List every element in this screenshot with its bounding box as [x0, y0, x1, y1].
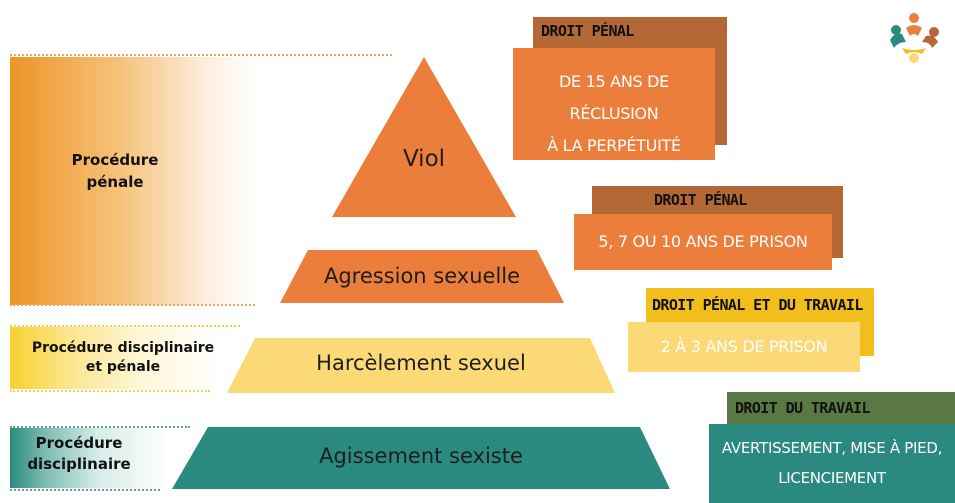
procedure-penal-label: Procédure pénale: [71, 151, 159, 191]
penalty-box-agissement: AVERTISSEMENT, MISE À PIED, LICENCIEMENT: [709, 424, 955, 503]
pyramid-trapezoid-agression: [280, 250, 564, 303]
penalty-header-agissement: DROIT DU TRAVAIL: [727, 392, 955, 424]
pyramid-level-viol: Viol: [402, 146, 446, 172]
people-circle-logo-icon: [890, 13, 939, 63]
procedure-disciplinary-penal-label: Procédure disciplinaire et pénale: [31, 340, 215, 375]
pyramid-level-agissement: Agissement sexiste: [319, 444, 523, 468]
penalty-box-viol: DE 15 ANS DE RÉCLUSION À LA PERPÉTUITÉ: [513, 48, 715, 160]
pyramid-trapezoid-agissement: [172, 427, 670, 489]
pyramid-top-triangle: [332, 57, 516, 217]
procedure-penal-top-divider: [10, 54, 392, 56]
procedure-disciplinary-label: Procédure disciplinaire: [27, 434, 131, 473]
penalty-box-agression: 5, 7 OU 10 ANS DE PRISON: [574, 214, 832, 270]
penalty-text-agissement: AVERTISSEMENT, MISE À PIED, LICENCIEMENT: [721, 439, 943, 487]
procedure-disciplinary-penal-bottom-divider: [10, 390, 210, 392]
pyramid-level-agression: Agression sexuelle: [323, 264, 521, 288]
procedure-penal-bottom-divider: [10, 304, 255, 306]
procedure-disciplinary-bottom-divider: [10, 489, 160, 491]
procedure-disciplinary-penal-top-divider: [10, 325, 240, 327]
penalty-text-viol: DE 15 ANS DE RÉCLUSION À LA PERPÉTUITÉ: [547, 72, 681, 155]
penalty-header-harcelement: DROIT PÉNAL ET DU TRAVAIL: [646, 288, 874, 322]
procedure-penal-band: [10, 57, 255, 305]
procedure-disciplinary-top-divider: [10, 426, 190, 428]
pyramid-level-harcelement: Harcèlement sexuel: [316, 351, 526, 375]
penalty-header-viol: DROIT PÉNAL: [533, 17, 727, 47]
penalty-header-agression: DROIT PÉNAL: [592, 186, 843, 214]
pyramid-trapezoid-harcelement: [227, 338, 615, 393]
procedure-disciplinary-band: [10, 428, 185, 488]
procedure-disciplinary-penal-band: [10, 327, 240, 389]
penalty-text-agression: 5, 7 OU 10 ANS DE PRISON: [598, 232, 808, 251]
penalty-text-harcelement: 2 À 3 ANS DE PRISON: [660, 337, 828, 356]
penalty-box-harcelement: 2 À 3 ANS DE PRISON: [628, 322, 860, 372]
